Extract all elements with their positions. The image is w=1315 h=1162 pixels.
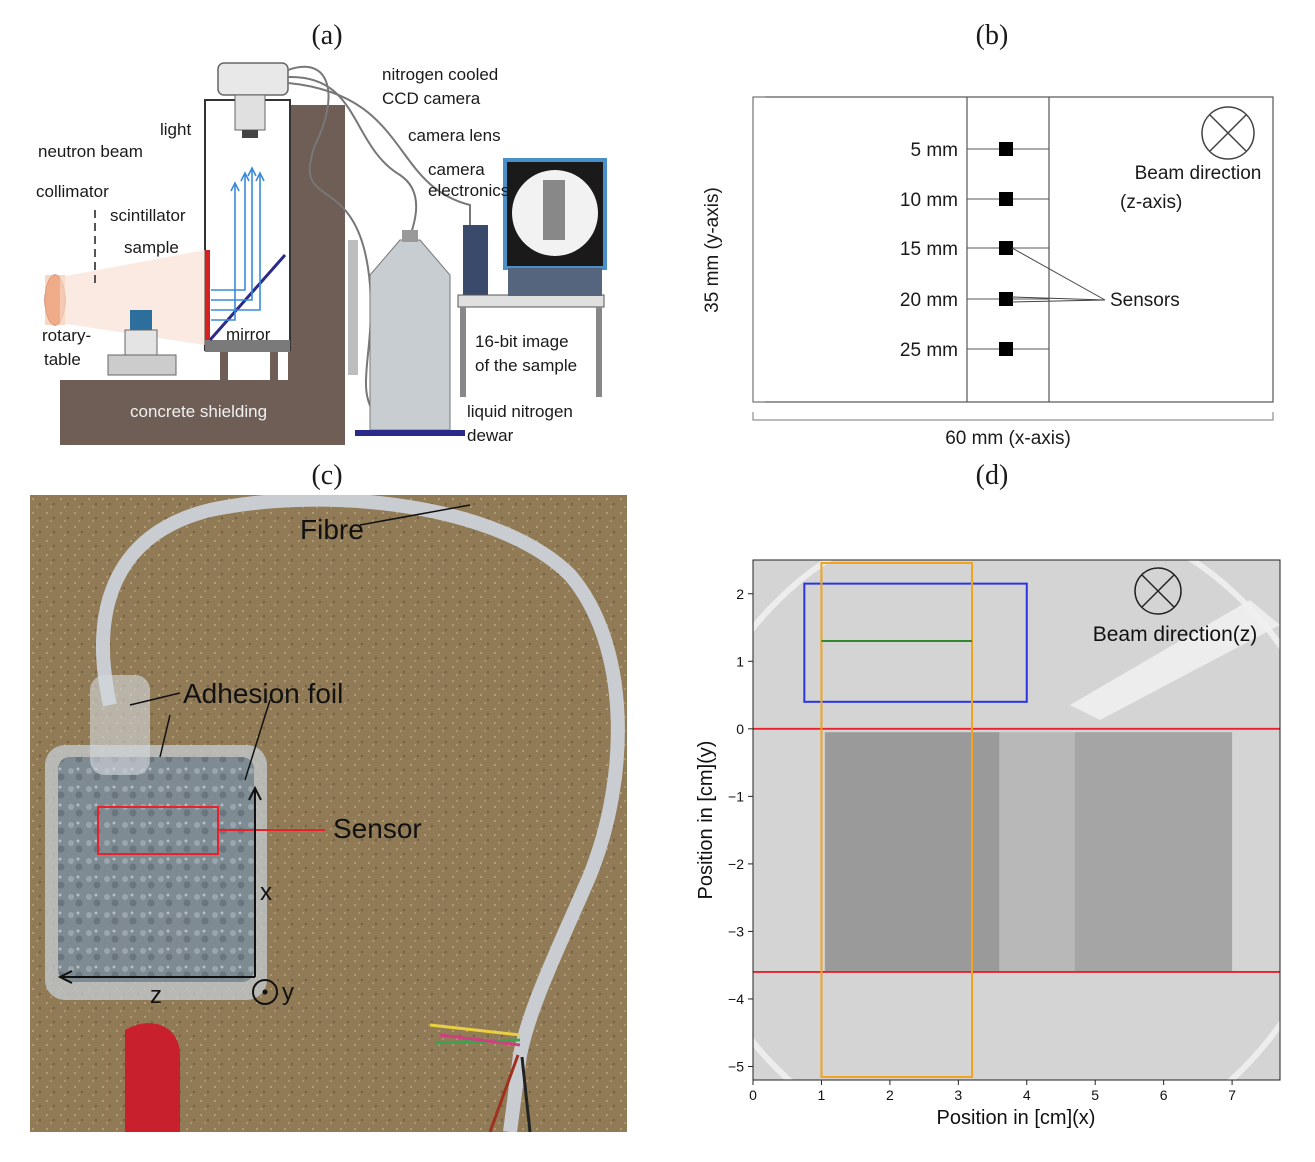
desk [457, 294, 605, 308]
sensor-marker [999, 142, 1013, 156]
x-tick-label: 2 [886, 1087, 894, 1103]
label-electronics: camera [428, 160, 485, 179]
y-tick-label: −4 [728, 991, 744, 1007]
ccd-camera [217, 62, 289, 96]
label-sample: sample [124, 238, 179, 257]
sensors-label: Sensors [1110, 290, 1180, 311]
label-camera-2: CCD camera [382, 89, 481, 108]
x-tick-label: 6 [1160, 1087, 1168, 1103]
axis-y-label: y [282, 979, 294, 1006]
x-axis-label: Position in [cm](x) [937, 1107, 1096, 1129]
sensor-depth-label: 10 mm [900, 190, 958, 211]
sensor-depth-label: 25 mm [900, 340, 958, 361]
x-dimension-label: 60 mm (x-axis) [945, 428, 1071, 449]
sensor-depth-label: 5 mm [911, 140, 959, 161]
plot-frame [752, 559, 1281, 1081]
y-tick-label: 1 [736, 653, 744, 669]
y-tick-label: 2 [736, 586, 744, 602]
rotary-table [107, 354, 177, 376]
label-rotary: rotary- [42, 326, 91, 345]
specimen-block-right [1074, 732, 1233, 972]
blue-roi-box [803, 582, 1028, 703]
concrete-specimen [58, 757, 254, 982]
light-rays [211, 166, 265, 321]
panel-c-label: (c) [311, 460, 343, 491]
beam-direction-label: Beam direction(z) [1093, 623, 1258, 646]
label-camera-lens: camera lens [408, 126, 501, 145]
scintillator [205, 250, 210, 340]
y-axis-label: Position in [cm](y) [695, 741, 717, 900]
camera-electronics [463, 225, 488, 300]
sensor-depth-label: 20 mm [900, 290, 958, 311]
y-axis-dot-icon [262, 989, 268, 995]
label-dewar-2: dewar [467, 426, 514, 445]
label-collimator: collimator [36, 182, 109, 201]
fibre-cable [96, 495, 625, 1132]
panel-a-setup-diagram: nitrogen cooled CCD camera light camera … [36, 62, 607, 445]
x-tick-label: 7 [1228, 1087, 1236, 1103]
y-tick-label: −5 [728, 1058, 744, 1074]
liquid-nitrogen-dewar [369, 239, 451, 431]
sensor-marker [999, 292, 1013, 306]
camera-lens [242, 130, 258, 138]
y-tick-label: −1 [728, 788, 744, 804]
x-tick-label: 0 [749, 1087, 757, 1103]
sensor-marker [999, 342, 1013, 356]
x-tick-label: 5 [1091, 1087, 1099, 1103]
specimen-block-left [824, 732, 1000, 972]
x-tick-label: 3 [954, 1087, 962, 1103]
beam-direction-icon [1201, 106, 1255, 160]
label-image: 16-bit image [475, 332, 569, 351]
panel-d-label: (d) [975, 460, 1009, 491]
cable-shadow [1070, 600, 1280, 720]
label-camera: nitrogen cooled [382, 65, 498, 84]
x-tick-label: 4 [1023, 1087, 1031, 1103]
y-tick-label: −2 [728, 856, 744, 872]
panel-a-label: (a) [311, 20, 343, 51]
panel-c-specimen-photo: Fibre Adhesion foil Sensor x z y [30, 495, 627, 1132]
fibre-label: Fibre [300, 514, 364, 545]
sensor-marker [999, 241, 1013, 255]
specimen-gap [999, 732, 1075, 972]
label-dewar: liquid nitrogen [467, 402, 573, 421]
label-light: light [160, 120, 191, 139]
label-electronics-2: electronics [428, 181, 509, 200]
panel-b-label: (b) [975, 20, 1009, 51]
x-tick-label: 1 [818, 1087, 826, 1103]
adhesion-foil-label: Adhesion foil [183, 678, 343, 709]
beam-direction-icon [1134, 567, 1182, 615]
label-neutron-beam: neutron beam [38, 142, 143, 161]
mirror [208, 254, 287, 341]
sensor-marker [999, 192, 1013, 206]
red-clip [125, 1023, 180, 1132]
sample [130, 310, 152, 330]
beam-axis-label: (z-axis) [1120, 192, 1182, 213]
y-tick-label: −3 [728, 923, 744, 939]
axis-x-label: x [260, 879, 272, 906]
label-image-2: of the sample [475, 356, 577, 375]
label-mirror: mirror [226, 325, 271, 344]
axis-z-label: z [150, 982, 162, 1009]
neutron-beam [60, 250, 205, 345]
sensor-depth-label: 15 mm [900, 239, 958, 260]
label-rotary-2: table [44, 350, 81, 369]
y-tick-label: 0 [736, 721, 744, 737]
sensor-label: Sensor [333, 813, 422, 844]
y-dimension-label: 35 mm (y-axis) [702, 187, 723, 313]
adhesion-foil [90, 675, 150, 775]
label-scintillator: scintillator [110, 206, 186, 225]
orange-roi-box [820, 562, 974, 1078]
beam-direction-label: Beam direction [1135, 163, 1262, 184]
label-shielding: concrete shielding [130, 402, 267, 421]
